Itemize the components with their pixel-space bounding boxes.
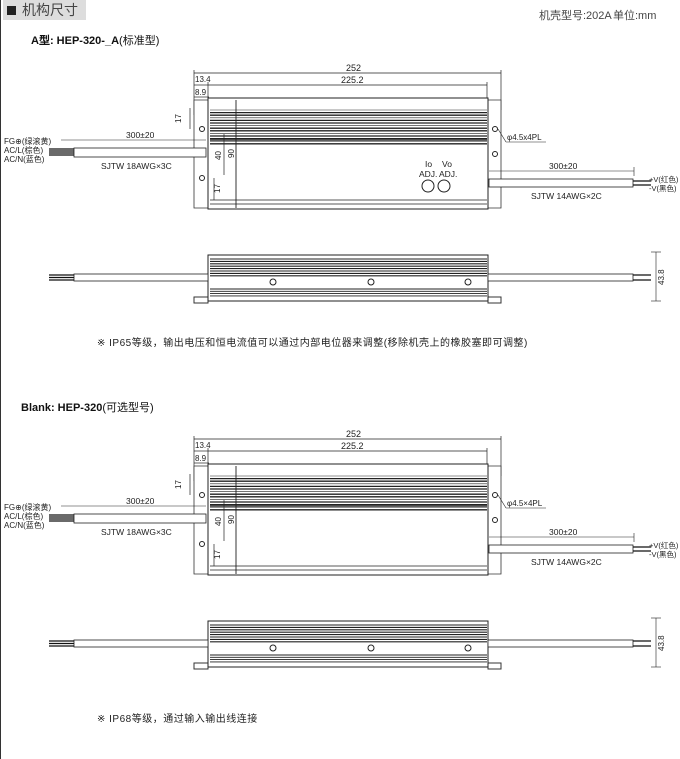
io-label: Io [425, 159, 432, 169]
vo-adj-label: ADJ. [439, 169, 457, 179]
side-left-flange [193, 296, 209, 304]
housing-top-view [207, 463, 489, 576]
unit-label: 单位:mm [613, 10, 657, 22]
height-label: 43.8 [657, 269, 666, 285]
dim-8-9-label: 8.9 [195, 88, 207, 97]
acl-wire-label: AC/L(棕色) [4, 511, 43, 521]
mount-hole [199, 541, 205, 547]
height-label: 43.8 [657, 635, 666, 651]
section-header: 机构尺寸 [3, 0, 86, 20]
dim-8-9-label: 8.9 [195, 454, 207, 463]
input-cable-spec: SJTW 18AWG×3C [101, 161, 172, 171]
acn-wire-label: AC/N(蓝色) [4, 520, 45, 530]
input-cable [73, 147, 207, 158]
acl-wire-label: AC/L(棕色) [4, 145, 43, 155]
dim-inner-label: 225.2 [341, 441, 364, 451]
side-screw [269, 644, 277, 652]
output-cable [488, 544, 634, 554]
vo-adjust-potentiometer [437, 179, 451, 193]
side-screw [269, 278, 277, 286]
acn-wire-label: AC/N(蓝色) [4, 154, 45, 164]
dim-90-label: 90 [227, 515, 236, 524]
side-input-cable [73, 273, 209, 282]
mount-hole [199, 175, 205, 181]
mount-hole [492, 126, 498, 132]
side-left-flange [193, 662, 209, 670]
input-length-label: 300±20 [126, 130, 155, 140]
dim-overall-label: 252 [346, 429, 361, 439]
hole-spec-label: φ4.5x4PL [507, 133, 542, 142]
variant-a-note: ※ IP65等级，输出电压和恒电流值可以通过内部电位器来调整(移除机壳上的橡胶塞… [97, 338, 528, 349]
io-adjust-potentiometer [421, 179, 435, 193]
vo-label: Vo [442, 159, 452, 169]
pos-wire-label: +V(红色) [649, 540, 679, 550]
hole-spec-label: φ4.5×4PL [507, 499, 543, 508]
case-number: 机壳型号:202A [539, 10, 612, 22]
input-cable-spec: SJTW 18AWG×3C [101, 527, 172, 537]
output-cable-spec: SJTW 14AWG×2C [531, 557, 602, 567]
mount-hole [199, 126, 205, 132]
output-length-label: 300±20 [549, 161, 578, 171]
variant-blank-title: Blank: HEP-320(可选型号) [21, 402, 154, 414]
dim-40-label: 40 [214, 151, 223, 160]
mount-hole [199, 492, 205, 498]
dim-13-4-label: 13.4 [195, 75, 211, 84]
variant-blank-note: ※ IP68等级，通过输入输出线连接 [97, 714, 258, 725]
io-adj-label: ADJ. [419, 169, 437, 179]
fg-wire-label: FG⊕(绿滚黄) [4, 136, 51, 146]
side-output-cable [487, 639, 634, 648]
input-cable [73, 513, 207, 524]
side-right-flange [487, 662, 502, 670]
side-input-cable [73, 639, 209, 648]
side-screw [367, 278, 375, 286]
input-length-label: 300±20 [126, 496, 155, 506]
side-output-cable [487, 273, 634, 282]
pos-wire-label: +V(红色) [649, 174, 679, 184]
neg-wire-label: -V(黑色) [649, 549, 677, 559]
leader [497, 494, 507, 509]
fg-wire-label: FG⊕(绿滚黄) [4, 502, 51, 512]
dim-90-label: 90 [227, 149, 236, 158]
section-title: 机构尺寸 [22, 2, 78, 18]
dim-40-label: 40 [214, 517, 223, 526]
mount-hole [492, 151, 498, 157]
dim-17b-label: 17 [213, 184, 222, 193]
dim-13-4-label: 13.4 [195, 441, 211, 450]
output-length-label: 300±20 [549, 527, 578, 537]
output-cable [488, 178, 634, 188]
mount-hole [492, 492, 498, 498]
side-screw [464, 278, 472, 286]
dim-17a-label: 17 [174, 480, 183, 489]
dim-inner-label: 225.2 [341, 75, 364, 85]
leader [497, 128, 507, 143]
mount-hole [492, 517, 498, 523]
dim-overall-label: 252 [346, 63, 361, 73]
side-screw [464, 644, 472, 652]
square-bullet-icon [7, 6, 16, 15]
side-right-flange [487, 296, 502, 304]
dim-17b-label: 17 [213, 550, 222, 559]
neg-wire-label: -V(黑色) [649, 183, 677, 193]
dim-17a-label: 17 [174, 114, 183, 123]
variant-a-title: A型: HEP-320-_A(标准型) [31, 35, 160, 47]
side-screw [367, 644, 375, 652]
output-cable-spec: SJTW 14AWG×2C [531, 191, 602, 201]
